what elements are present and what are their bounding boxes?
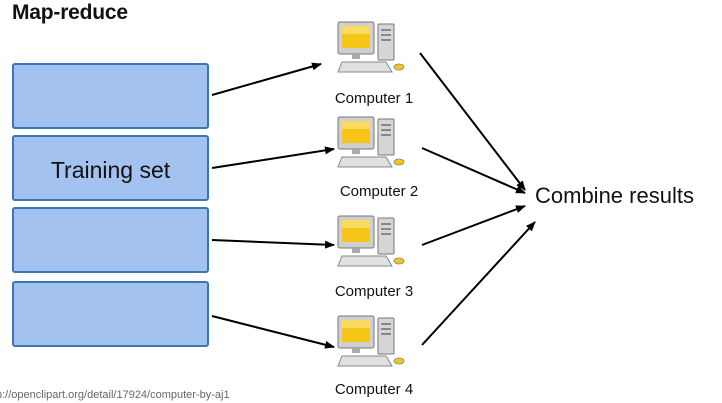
arrow-block2-computer2 [211,146,335,169]
training-block-1 [12,63,209,129]
training-block-2: Training set [12,135,209,201]
training-block-4 [12,281,209,347]
arrow-computer4-combine [421,221,536,346]
arrow-block1-computer1 [211,62,322,96]
diagram-title: Map-reduce [12,1,128,24]
computer-icon [336,115,406,173]
computer-icon [336,214,406,272]
computer-icon [336,20,406,78]
computer-3-label: Computer 3 [334,283,414,300]
computer-icon [336,314,406,372]
arrow-block4-computer4 [211,315,335,349]
computer-2-label: Computer 2 [339,183,419,200]
source-link[interactable]: p://openclipart.org/detail/17924/compute… [0,389,230,401]
computer-4-label: Computer 4 [334,381,414,398]
computer-1-label: Computer 1 [334,90,414,107]
arrow-computer2-combine [421,147,526,194]
arrow-computer1-combine [419,52,526,191]
combine-results-label: Combine results [535,183,694,208]
training-set-label: Training set [50,157,171,183]
arrow-block3-computer3 [211,239,335,249]
arrow-computer3-combine [421,205,526,246]
training-block-3 [12,207,209,273]
